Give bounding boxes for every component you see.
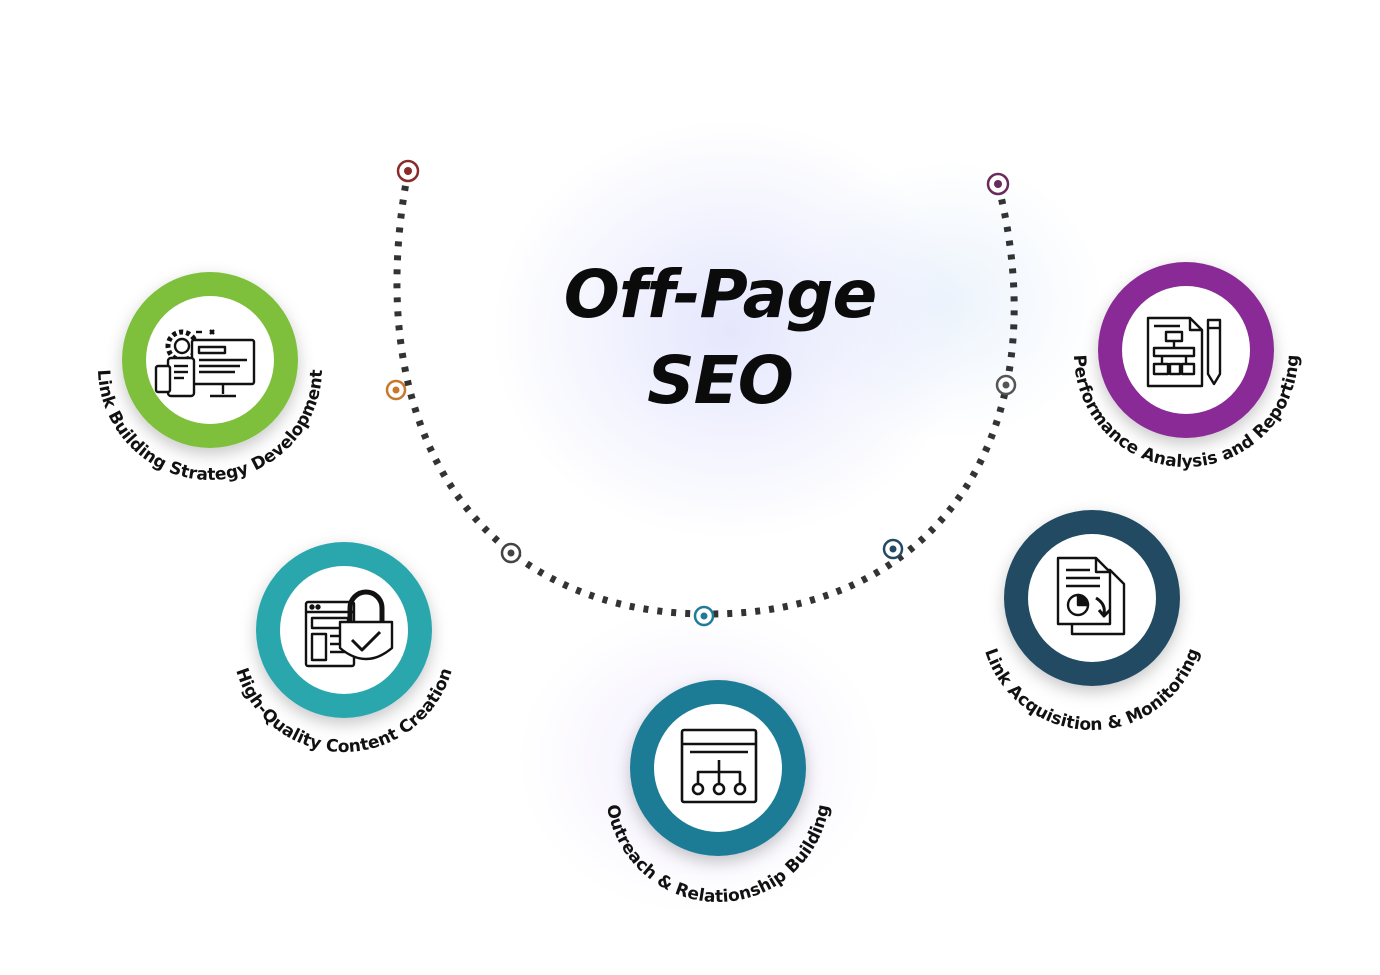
marker-pin-icon xyxy=(882,538,904,560)
diagram-title: Off-Page SEO xyxy=(520,252,920,424)
sitemap-board-icon xyxy=(680,728,758,804)
flowchart-pencil-icon xyxy=(1146,316,1222,388)
marker-pin-icon xyxy=(385,379,407,401)
dotted-arc xyxy=(393,171,1018,618)
title-line-1: Off-Page xyxy=(563,256,877,333)
marker-pin-icon xyxy=(500,542,522,564)
node-performance-analysis: Performance Analysis and Reporting xyxy=(1069,262,1303,472)
report-documents-icon xyxy=(1056,556,1126,636)
arc-markers xyxy=(385,159,1017,627)
marker-pin-icon xyxy=(995,374,1017,396)
marker-pin-icon xyxy=(693,605,715,627)
devices-gear-icon xyxy=(154,329,256,398)
node-content-creation: High-Quality Content Creation xyxy=(231,542,457,757)
webpage-lock-icon xyxy=(304,589,394,668)
node-link-building-strategy: Link Building Strategy Development xyxy=(93,272,327,485)
marker-pin-icon xyxy=(986,172,1010,196)
marker-pin-icon xyxy=(396,159,420,183)
node-link-acquisition: Link Acquisition & Monitoring xyxy=(980,510,1204,735)
title-line-2: SEO xyxy=(647,342,794,419)
node-outreach: Outreach & Relationship Building xyxy=(602,680,834,907)
